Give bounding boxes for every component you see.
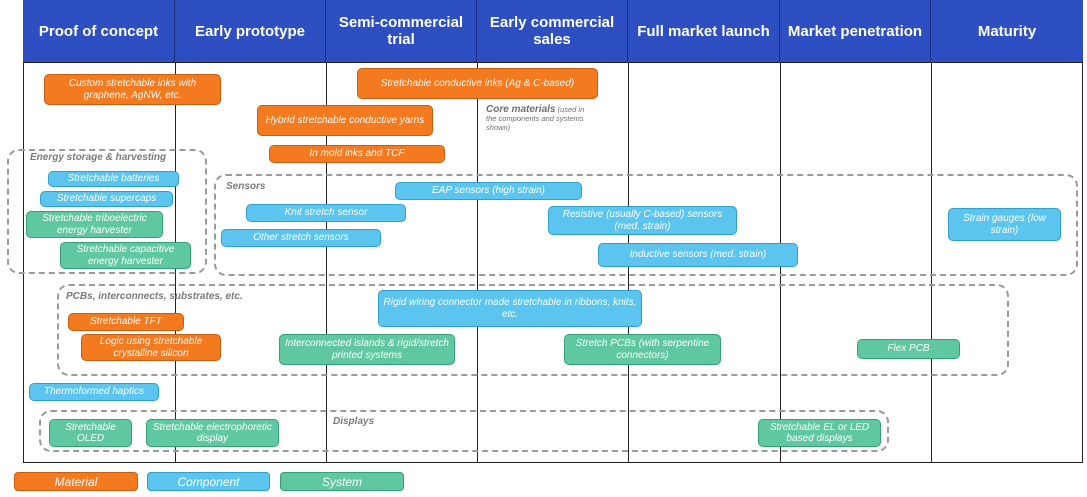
group-pcbs	[57, 284, 1009, 376]
box-in-mold-inks: In mold inks and TCF	[269, 145, 445, 163]
core-materials-detail: (used in the components and systems show…	[486, 105, 585, 132]
header-proof-of-concept: Proof of concept	[23, 0, 175, 62]
legend-system: System	[280, 472, 404, 491]
header-full-market-launch: Full market launch	[628, 0, 780, 62]
box-hybrid-yarns: Hybrid stretchable conductive yarns	[257, 105, 433, 136]
box-logic-silicon: Logic using stretchable crystalline sili…	[81, 334, 221, 361]
box-batteries: Stretchable batteries	[48, 171, 179, 187]
header-market-penetration: Market penetration	[780, 0, 931, 62]
box-thermoformed-haptics: Thermoformed haptics	[29, 383, 159, 401]
core-materials-title: Core materials	[486, 104, 556, 115]
box-interconnected-islands: Interconnected islands & rigid/stretch p…	[279, 334, 455, 365]
box-knit-sensor: Knit stretch sensor	[246, 204, 406, 222]
box-conductive-inks: Stretchable conductive inks (Ag & C-base…	[357, 68, 598, 99]
header-early-commercial-sales: Early commercial sales	[477, 0, 628, 62]
legend-component: Component	[147, 472, 270, 491]
box-rigid-wiring: Rigid wiring connector made stretchable …	[378, 290, 642, 327]
box-stretchable-oled: Stretchable OLED	[49, 419, 132, 447]
box-el-led-displays: Stretchable EL or LED based displays	[758, 419, 881, 447]
box-custom-inks: Custom stretchable inks with graphene, A…	[44, 74, 221, 105]
grid-line	[931, 62, 932, 462]
box-resistive-sensors: Resistive (usually C-based) sensors (med…	[548, 206, 737, 235]
box-inductive-sensors: Inductive sensors (med. strain)	[598, 243, 798, 267]
core-materials-note: Core materials (used in the components a…	[486, 104, 586, 133]
group-label-sensors: Sensors	[226, 181, 266, 192]
box-supercaps: Stretchable supercaps	[40, 191, 173, 207]
legend-material: Material	[14, 472, 138, 491]
group-label-displays: Displays	[333, 416, 375, 427]
grid-line	[23, 462, 1083, 463]
grid-line	[23, 62, 1083, 63]
box-capacitive-harvester: Stretchable capacitive energy harvester	[60, 242, 191, 269]
box-stretch-pcbs: Stretch PCBs (with serpentine connectors…	[564, 334, 721, 365]
box-eap-sensors: EAP sensors (high strain)	[395, 182, 582, 200]
header-early-prototype: Early prototype	[175, 0, 326, 62]
box-other-sensors: Other stretch sensors	[221, 229, 381, 247]
group-label-energy: Energy storage & harvesting	[30, 152, 167, 163]
box-stretchable-tft: Stretchable TFT	[68, 313, 184, 331]
group-sensors	[214, 174, 1078, 276]
header-semi-commercial-trial: Semi-commercial trial	[326, 0, 477, 62]
grid-line	[326, 62, 327, 462]
box-flex-pcb: Flex PCB	[857, 339, 960, 359]
box-electrophoretic-display: Stretchable electrophoretic display	[146, 419, 279, 447]
group-displays	[39, 410, 889, 452]
box-triboelectric: Stretchable triboelectric energy harvest…	[26, 211, 163, 238]
box-strain-gauges: Strain gauges (low strain)	[948, 208, 1061, 241]
header-maturity: Maturity	[931, 0, 1083, 62]
grid-line	[23, 62, 24, 462]
grid-line	[1082, 62, 1083, 462]
group-energy-storage	[7, 149, 207, 274]
grid-line	[477, 62, 478, 462]
group-label-pcbs: PCBs, interconnects, substrates, etc.	[66, 291, 243, 302]
